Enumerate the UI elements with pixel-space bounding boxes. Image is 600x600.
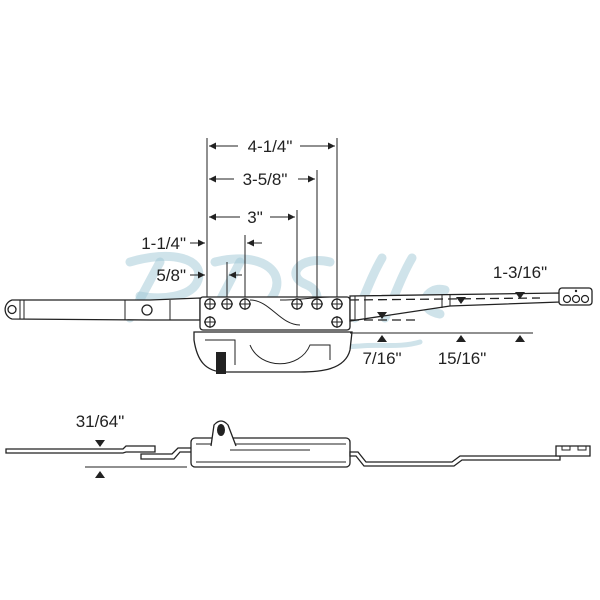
extension-lines	[206, 138, 338, 300]
operator-top-view	[4, 287, 593, 374]
operator-side-view	[5, 420, 591, 468]
dim-label-left-2: 5/8"	[156, 266, 186, 285]
dimension-1-1-4: 1-1/4"	[141, 234, 262, 253]
dimension-baseline: 7/16" 15/16"	[350, 332, 533, 368]
dim-label-offset-b: 15/16"	[438, 349, 487, 368]
dim-label-offset-a: 7/16"	[362, 349, 401, 368]
dimension-4-1-4: 4-1/4"	[209, 134, 335, 156]
dimension-31-64: 31/64"	[76, 412, 187, 478]
dimension-3: 3"	[209, 205, 295, 227]
dimension-3-5-8: 3-5/8"	[209, 167, 315, 189]
dim-label-overall: 4-1/4"	[248, 137, 293, 156]
dim-label-left-1: 1-1/4"	[141, 234, 186, 253]
dim-label-arm-height: 1-3/16"	[493, 263, 547, 282]
dim-label-span-2: 3-5/8"	[243, 170, 288, 189]
dim-label-profile-height: 31/64"	[76, 412, 125, 431]
dim-label-span-3: 3"	[247, 208, 263, 227]
dimension-5-8: 5/8"	[156, 266, 242, 285]
dimension-1-3-16: 1-3/16"	[377, 263, 547, 319]
